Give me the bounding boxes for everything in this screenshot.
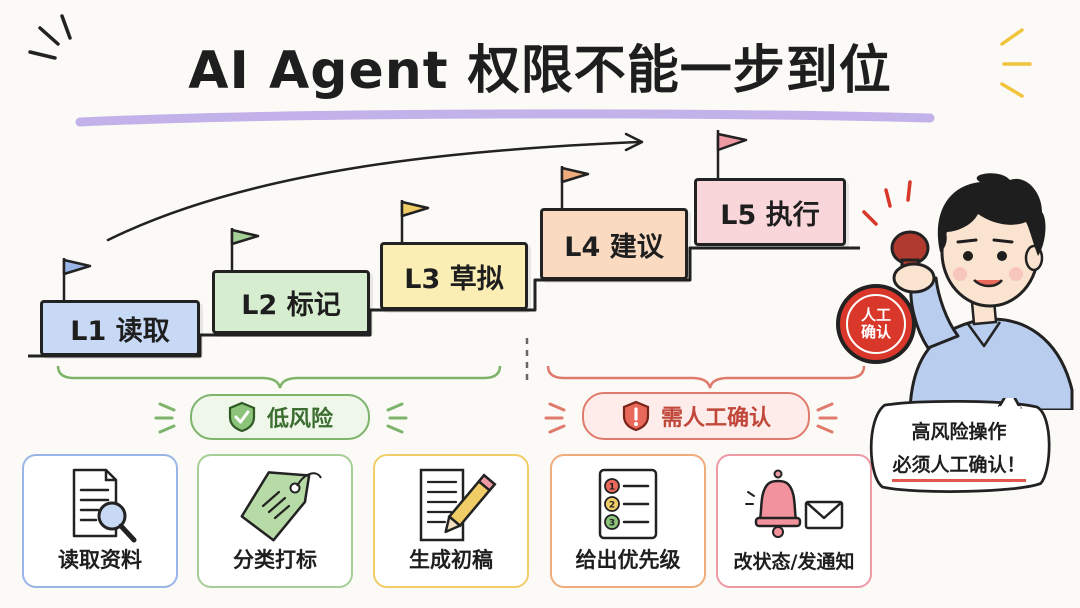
svg-text:3: 3 — [609, 519, 615, 529]
bubble-line2: 必须人工确认！ — [892, 451, 1026, 482]
card-label: 改状态/发通知 — [733, 551, 855, 573]
flag-icon — [560, 166, 590, 208]
sparkle-left-icon — [28, 14, 72, 60]
step-l3: L3 草拟 — [380, 242, 528, 310]
shield-check-icon — [228, 401, 256, 433]
card-priority: 1 2 3 给出优先级 — [550, 454, 706, 588]
step-l1: L1 读取 — [40, 300, 200, 356]
flag-icon — [62, 258, 92, 300]
sparkle-icon — [544, 402, 838, 434]
speech-bubble — [869, 398, 1051, 493]
motion-lines-icon — [862, 180, 912, 226]
bell-icon — [745, 469, 802, 538]
priority-list-icon: 1 2 3 — [598, 468, 658, 540]
stamp-text: 人工 确认 — [846, 294, 906, 354]
step-label: L5 执行 — [720, 199, 820, 231]
pencil-document-icon — [419, 468, 497, 542]
mail-icon — [804, 500, 844, 530]
stamp-line1: 人工 — [860, 306, 891, 324]
card-read-materials: 读取资料 — [22, 454, 178, 588]
step-l4: L4 建议 — [540, 208, 688, 280]
svg-text:2: 2 — [609, 501, 615, 511]
step-label: L2 标记 — [241, 289, 341, 321]
low-risk-label: 低风险 — [266, 407, 333, 432]
low-risk-pill: 低风险 — [190, 394, 370, 440]
person-with-stamp — [862, 173, 1074, 410]
stamp-line2: 确认 — [860, 323, 891, 341]
card-draft: 生成初稿 — [373, 454, 529, 588]
bell-mail-icon — [745, 469, 844, 538]
step-l2: L2 标记 — [212, 270, 370, 334]
hair — [937, 173, 1046, 256]
step-label: L1 读取 — [70, 315, 170, 347]
step-l5: L5 执行 — [694, 178, 846, 246]
card-status-notify: 改状态/发通知 — [716, 454, 872, 588]
svg-text:1: 1 — [609, 483, 615, 493]
bubble-line1: 高风险操作 — [911, 421, 1007, 443]
card-label: 生成初稿 — [409, 548, 493, 572]
step-label: L4 建议 — [564, 231, 664, 263]
needs-confirm-pill: 需人工确认 — [582, 392, 810, 440]
title-underline — [75, 109, 935, 127]
flag-icon — [400, 200, 430, 242]
card-label: 分类打标 — [233, 548, 317, 572]
step-label: L3 草拟 — [404, 263, 504, 295]
card-classify-tag: 分类打标 — [197, 454, 353, 588]
card-label: 读取资料 — [58, 548, 142, 572]
bubble-text: 高风险操作 必须人工确认！ — [866, 416, 1052, 482]
document-search-icon — [72, 468, 137, 543]
tag-icon — [240, 471, 322, 542]
flag-icon — [716, 130, 748, 178]
needs-confirm-brace — [546, 365, 866, 389]
stair-ground-line — [28, 246, 860, 358]
sparkle-right-icon — [1000, 28, 1032, 98]
page-title: AI Agent 权限不能一步到位 — [188, 41, 892, 101]
card-label: 给出优先级 — [575, 548, 681, 572]
flag-icon — [230, 228, 260, 270]
sparkle-icon — [154, 402, 408, 434]
progress-arrow — [106, 132, 644, 242]
needs-confirm-label: 需人工确认 — [660, 406, 771, 431]
low-risk-brace — [56, 365, 502, 389]
stamp-seal: 人工 确认 — [836, 284, 916, 364]
shield-alert-icon — [622, 400, 650, 432]
